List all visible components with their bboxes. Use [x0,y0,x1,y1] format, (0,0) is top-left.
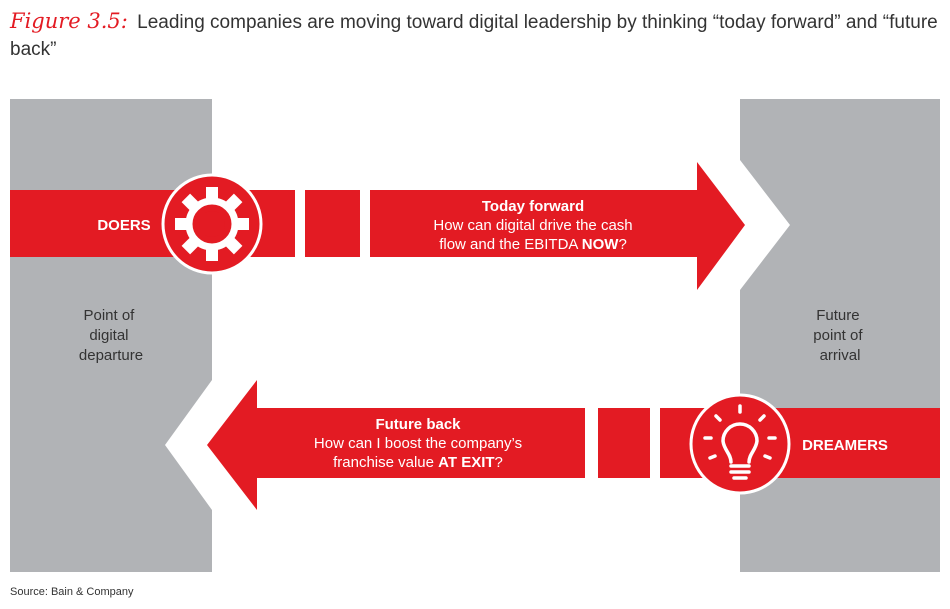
today-forward-line2: flow and the EBITDA NOW? [439,236,627,253]
dreamers-label: DREAMERS [802,437,888,454]
today-forward-line1: How can digital drive the cash [433,217,632,234]
top-arrow-head [370,162,745,290]
figure-title-text: Leading companies are moving toward digi… [10,12,938,60]
figure-title: Figure 3.5: Leading companies are moving… [10,8,945,63]
future-back-line1: How can I boost the company’s [314,435,522,452]
gear-tooth [235,218,249,230]
bottom-arrow-gap-block [598,408,650,478]
gear-tooth [175,218,189,230]
right-panel-text: Future point of arrival [813,307,866,364]
bottom-arrow-head [207,380,585,510]
lightbulb-icon [689,393,791,495]
source-note: Source: Bain & Company [10,586,134,598]
doers-label: DOERS [97,217,150,234]
gear-tooth [206,187,218,201]
left-panel-text: Point of digital departure [79,307,143,364]
today-forward-heading: Today forward [482,198,584,215]
gear-tooth [206,247,218,261]
diagram: Point of digital departure Future point … [10,99,940,572]
future-back-heading: Future back [375,416,461,433]
future-back-line2: franchise value AT EXIT? [333,454,503,471]
top-arrow-gap-block [305,190,360,257]
figure-label: Figure 3.5: [10,9,128,33]
gear-icon [161,173,263,275]
